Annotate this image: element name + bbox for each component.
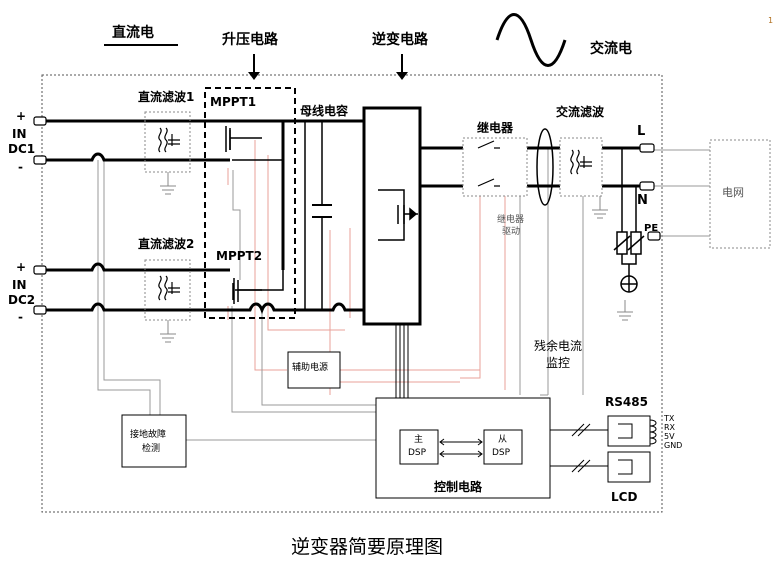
control-label: 控制电路 — [434, 480, 483, 494]
mppt2-label: MPPT2 — [216, 249, 263, 263]
lcd-label: LCD — [611, 490, 638, 504]
residual-label-1: 残余电流 — [534, 339, 583, 353]
boost-title: 升压电路 — [222, 32, 278, 48]
mppt2-switch — [233, 278, 262, 304]
dc1-name: DC1 — [8, 142, 36, 156]
rs485-pin-rx: RX — [664, 423, 676, 432]
slave-dsp-box — [483, 429, 523, 465]
ground-symbols — [160, 172, 633, 343]
grid-label: 电网 — [722, 186, 744, 199]
relay-drive-label-1: 继电器 — [497, 215, 525, 225]
dc-filter2-box — [144, 259, 191, 321]
dc-filter1-box — [144, 111, 191, 173]
slave-dsp-label-1: 从 — [498, 435, 508, 445]
ground-fault-label-2: 检测 — [142, 444, 161, 454]
ground-fault-label-1: 接地故障 — [130, 430, 167, 440]
relay-drive-label-2: 驱动 — [502, 227, 521, 237]
terminal-n-label: N — [637, 193, 648, 208]
dc-filter2-label: 直流滤波2 — [138, 237, 195, 251]
dc2-name: DC2 — [8, 293, 36, 307]
relay-label: 继电器 — [477, 121, 514, 135]
ac-filter-label: 交流滤波 — [556, 105, 605, 119]
figure-caption: 逆变器简要原理图 — [291, 536, 444, 558]
dc1-minus: - — [18, 160, 23, 174]
terminal-pe-label: PE — [644, 223, 659, 234]
master-dsp-box — [399, 429, 439, 465]
dc2-plus: + — [16, 260, 27, 274]
lcd-port — [607, 451, 651, 483]
dc2-in: IN — [12, 278, 27, 292]
mppt1-label: MPPT1 — [210, 95, 257, 109]
master-dsp-label-1: 主 — [414, 435, 424, 445]
relay-box — [462, 137, 528, 197]
residual-current-ct — [536, 128, 554, 206]
surge-protection — [613, 148, 645, 293]
ground-fault-box — [121, 414, 187, 468]
master-dsp-label-2: DSP — [408, 448, 427, 458]
ac-title: 交流电 — [590, 41, 632, 57]
terminal-l-label: L — [637, 124, 646, 139]
corner-mark: 1 — [768, 16, 774, 25]
dc-bus-lines — [42, 119, 640, 315]
residual-label-2: 监控 — [546, 356, 571, 370]
rs485-pin-gnd: GND — [664, 441, 683, 450]
dc2-minus: - — [18, 310, 23, 324]
dc-title: 直流电 — [112, 25, 154, 41]
aux-power-box — [287, 351, 341, 389]
enclosure-border — [41, 74, 663, 513]
inverter-title: 逆变电路 — [372, 32, 428, 48]
terminals — [33, 116, 661, 315]
boost-dashed-box — [204, 87, 296, 319]
bus-cap-label: 母线电容 — [300, 104, 349, 118]
slave-dsp-label-2: DSP — [492, 448, 511, 458]
rs485-pin-tx: TX — [664, 414, 675, 423]
bus-capacitor — [312, 204, 332, 218]
mppt1-switch — [225, 126, 262, 152]
rs485-label: RS485 — [605, 395, 648, 409]
dc1-in: IN — [12, 127, 27, 141]
ac-filter-box — [559, 137, 603, 197]
dc-filter1-label: 直流滤波1 — [138, 90, 195, 104]
sine-wave-icon — [495, 13, 567, 67]
grid-box — [709, 139, 771, 249]
dc1-plus: + — [16, 109, 27, 123]
rs485-port — [607, 415, 651, 447]
aux-power-label: 辅助电源 — [292, 363, 329, 373]
rs485-pin-5v: 5V — [664, 432, 675, 441]
